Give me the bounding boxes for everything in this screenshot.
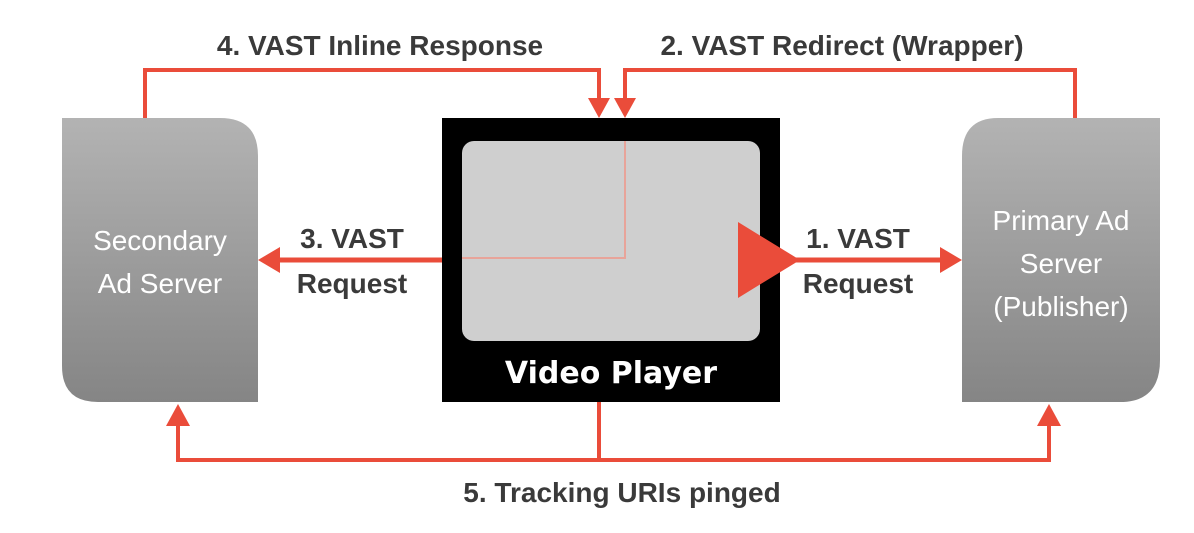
edge-tracking-uris-pinged: 5. Tracking URIs pinged	[166, 402, 1061, 508]
step3-label-line1: 3. VAST	[300, 223, 404, 254]
step3-label-line2: Request	[297, 268, 407, 299]
primary-server-label-line3: (Publisher)	[993, 291, 1128, 322]
inner-route-line	[462, 141, 626, 259]
step5-label: 5. Tracking URIs pinged	[463, 477, 780, 508]
edge-vast-request-secondary: 3. VAST Request	[258, 223, 442, 299]
secondary-server-label-line2: Ad Server	[98, 268, 223, 299]
play-icon	[738, 222, 800, 298]
step1-label-line1: 1. VAST	[806, 223, 910, 254]
edge-vast-request-primary: 1. VAST Request	[738, 222, 962, 299]
primary-server-label-line2: Server	[1020, 248, 1102, 279]
step4-label: 4. VAST Inline Response	[217, 30, 543, 61]
primary-server-label-line1: Primary Ad	[993, 205, 1130, 236]
video-player-screen	[462, 141, 760, 341]
edge-vast-inline-response: 4. VAST Inline Response	[143, 30, 610, 118]
video-player-label: Video Player	[505, 356, 717, 391]
video-player: Video Player	[442, 118, 780, 402]
primary-ad-server: Primary Ad Server (Publisher)	[962, 118, 1160, 402]
secondary-ad-server: Secondary Ad Server	[62, 118, 258, 402]
step2-label: 2. VAST Redirect (Wrapper)	[660, 30, 1023, 61]
edge-vast-redirect-wrapper: 2. VAST Redirect (Wrapper)	[614, 30, 1077, 118]
step1-label-line2: Request	[803, 268, 913, 299]
secondary-server-label-line1: Secondary	[93, 225, 227, 256]
